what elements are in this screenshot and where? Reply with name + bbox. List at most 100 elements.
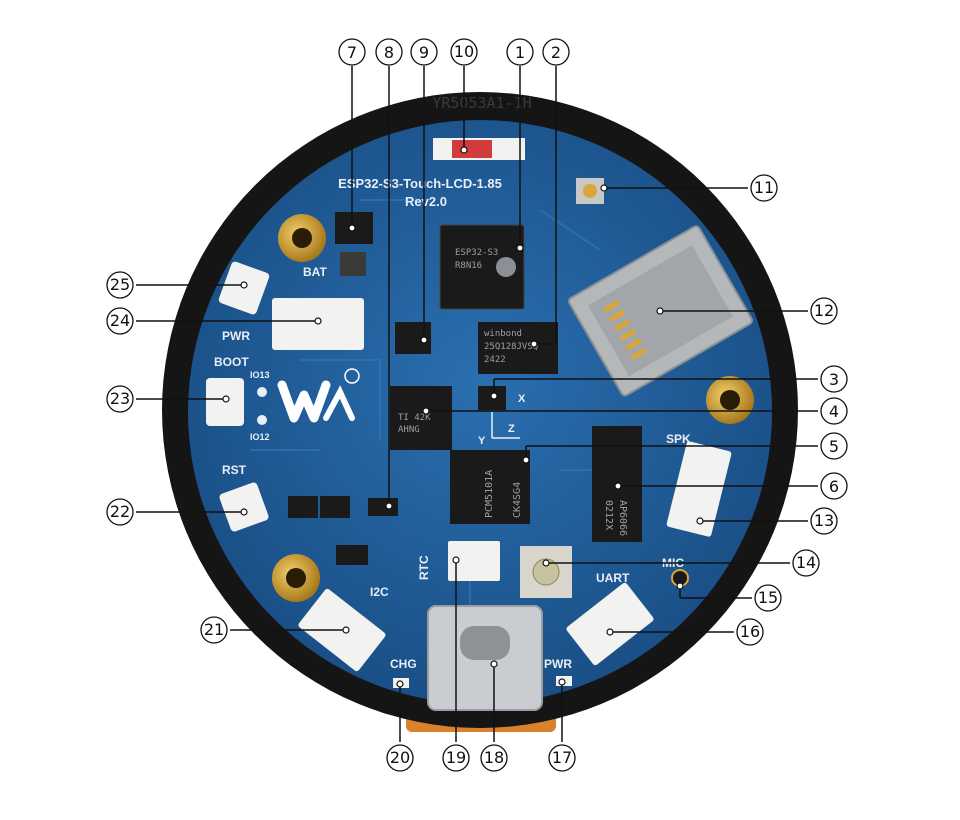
callout-19: 19	[442, 744, 470, 772]
audio-dac-mark-2: CK4SG4	[512, 482, 523, 518]
esp32-mark-2: R8N16	[455, 261, 482, 271]
component-square	[340, 252, 366, 276]
usb-c-opening	[460, 626, 510, 660]
board-model: ESP32-S3-Touch-LCD-1.85	[338, 176, 502, 191]
axis-arrows	[491, 412, 520, 439]
top-led-red	[452, 140, 492, 158]
callout-12-label: 12	[814, 301, 834, 320]
audio-dac-mark-1: PCM5101A	[484, 470, 495, 518]
bezel-marking: YR5053A1-1H	[432, 94, 531, 112]
callout-5: 5	[820, 432, 848, 460]
axis-z: Z	[508, 423, 515, 435]
component	[336, 545, 368, 565]
axis-x: X	[518, 393, 526, 405]
callout-20-label: 20	[390, 748, 410, 767]
audio-dac-chip	[450, 450, 530, 524]
speaker-connector	[666, 441, 732, 537]
mounting-hole-center	[292, 228, 312, 248]
esp32-mark-1: ESP32-S3	[455, 248, 498, 258]
callout-1: 1	[506, 38, 534, 66]
callout-22-label: 22	[110, 502, 130, 521]
callout-25-label: 25	[110, 275, 130, 294]
callout-17: 17	[548, 744, 576, 772]
bat-label: BAT	[303, 265, 327, 279]
callout-19-label: 19	[446, 748, 466, 767]
boot-label: BOOT	[214, 355, 249, 369]
callout-6: 6	[820, 472, 848, 500]
leader-lines	[136, 66, 818, 742]
callout-12: 12	[810, 297, 838, 325]
callout-23-label: 23	[110, 389, 130, 408]
callout-15-label: 15	[758, 588, 778, 607]
pwr-led-label: PWR	[544, 657, 572, 671]
chg-label: CHG	[390, 657, 417, 671]
callout-13-label: 13	[814, 511, 834, 530]
callout-16: 16	[736, 618, 764, 646]
callout-13: 13	[810, 507, 838, 535]
callout-8-label: 8	[384, 43, 394, 62]
callout-14-label: 14	[796, 553, 816, 572]
regulator	[320, 496, 350, 518]
axis-y: Y	[478, 435, 486, 447]
callout-10: 10	[450, 38, 478, 66]
amp-mark-2: 0212X	[603, 500, 614, 530]
io12-pad	[257, 415, 267, 425]
rtc-label: RTC	[417, 555, 431, 580]
io-expander-mark-1: TI 42K	[398, 413, 431, 423]
waveshare-logo	[277, 368, 360, 423]
spk-label: SPK	[666, 432, 691, 446]
flash-chip	[478, 322, 558, 374]
antenna-connector-center	[583, 184, 597, 198]
leader-dots	[222, 146, 704, 688]
callout-3: 3	[820, 365, 848, 393]
amp-mark-1: AP6066	[617, 500, 628, 536]
pwr-button-label: PWR	[222, 329, 250, 343]
callout-24-label: 24	[110, 311, 130, 330]
callout-2-label: 2	[551, 43, 561, 62]
callout-22: 22	[106, 498, 134, 526]
flash-mark-2: 25Q128JVSQ	[484, 342, 538, 352]
flash-mark-1: winbond	[484, 329, 522, 339]
callout-2: 2	[542, 38, 570, 66]
io-expander-mark-2: AHNG	[398, 425, 420, 435]
callout-16-label: 16	[740, 622, 760, 641]
flash-mark-3: 2422	[484, 355, 506, 365]
io-expander-chip	[390, 386, 452, 450]
callout-18: 18	[480, 744, 508, 772]
rst-label: RST	[222, 463, 247, 477]
uart-connector	[566, 582, 654, 666]
callout-11: 11	[750, 174, 778, 202]
callout-17-label: 17	[552, 748, 572, 767]
component-14-center	[532, 558, 560, 586]
io13-pad	[257, 387, 267, 397]
callout-14: 14	[792, 549, 820, 577]
rst-button	[219, 482, 269, 532]
regulator	[288, 496, 318, 518]
callout-9-label: 9	[419, 43, 429, 62]
callout-25: 25	[106, 271, 134, 299]
callout-4-label: 4	[829, 402, 839, 421]
board-revision: Rev2.0	[405, 194, 447, 209]
espressif-logo	[496, 257, 516, 277]
callout-21-label: 21	[204, 620, 224, 639]
io13-label: IO13	[250, 370, 270, 380]
uart-label: UART	[596, 571, 630, 585]
io12-label: IO12	[250, 432, 270, 442]
esp32-chip	[439, 224, 525, 310]
callout-10-label: 10	[454, 42, 474, 61]
callout-20: 20	[386, 744, 414, 772]
i2c-label: I2C	[370, 585, 389, 599]
callout-23: 23	[106, 385, 134, 413]
callout-11-label: 11	[754, 178, 774, 197]
callout-8: 8	[375, 38, 403, 66]
callout-4: 4	[820, 397, 848, 425]
callout-1-label: 1	[515, 43, 525, 62]
mounting-hole-center	[720, 390, 740, 410]
callout-24: 24	[106, 307, 134, 335]
callout-15: 15	[754, 584, 782, 612]
callout-7-label: 7	[347, 43, 357, 62]
callout-7: 7	[338, 38, 366, 66]
callout-9: 9	[410, 38, 438, 66]
callout-5-label: 5	[829, 437, 839, 456]
